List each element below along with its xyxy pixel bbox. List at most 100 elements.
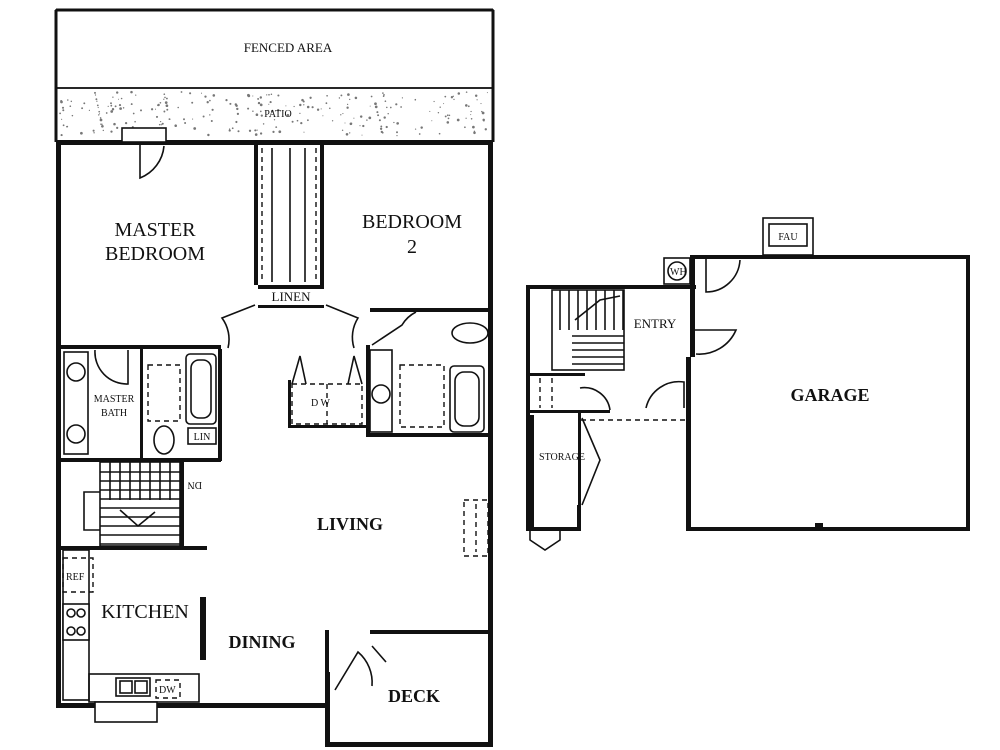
patio-stipple-dot: [450, 96, 454, 99]
patio-stipple-dot: [165, 97, 168, 100]
patio-stipple-dot: [429, 110, 431, 112]
patio-stipple-dot: [446, 114, 449, 117]
patio-stipple-dot: [257, 101, 261, 105]
patio-stipple-dot: [467, 105, 470, 108]
patio-stipple-dot: [124, 121, 128, 125]
patio-stipple-dot: [349, 132, 351, 134]
patio-stipple-dot: [285, 105, 287, 107]
patio-stipple-dot: [486, 92, 488, 94]
sink-icon: [66, 424, 86, 444]
patio-stipple-dot: [354, 96, 358, 100]
patio-stipple-dot: [396, 135, 398, 137]
patio-stipple-dot: [259, 96, 263, 99]
patio-stipple-dot: [130, 90, 133, 94]
patio-stipple-dot: [273, 119, 276, 121]
patio-stipple-dot: [481, 110, 483, 113]
hall-bath-fixtures: [369, 322, 489, 433]
patio-stipple-dot: [464, 126, 466, 129]
patio-stipple-dot: [259, 132, 263, 135]
patio-stipple-dot: [359, 125, 361, 127]
patio-stipple-dot: [235, 120, 238, 124]
patio-stipple-dot: [110, 104, 113, 107]
patio-stipple-dot: [135, 94, 137, 96]
patio-stipple-dot: [111, 107, 115, 111]
patio-stipple-dot: [378, 119, 381, 122]
living-label: LIVING: [317, 514, 383, 534]
garage-block-walls: [526, 255, 970, 531]
patio-stipple-dot: [189, 92, 192, 95]
patio-stipple-dot: [161, 122, 164, 125]
patio-stipple-dot: [165, 104, 169, 108]
patio-stipple-dot: [97, 114, 100, 116]
patio-stipple-dot: [93, 132, 95, 134]
patio-stipple-dot: [259, 110, 262, 113]
patio-stipple-dot: [122, 107, 125, 109]
patio-stipple-dot: [59, 112, 62, 115]
patio-stipple-dot: [385, 125, 388, 129]
patio-stipple-dot: [254, 129, 257, 132]
patio-stipple-dot: [437, 111, 440, 114]
patio-stipple-dot: [481, 111, 485, 115]
patio-stipple-dot: [414, 128, 417, 130]
patio-stipple-dot: [252, 95, 254, 97]
patio-stipple-dot: [433, 100, 435, 103]
patio-stipple-dot: [100, 123, 102, 125]
patio-stipple-dot: [169, 118, 171, 120]
patio-stipple-dot: [387, 112, 389, 115]
patio-stipple-dot: [342, 113, 344, 115]
master-bath-label-1: MASTER: [94, 394, 135, 405]
patio-stipple-dot: [393, 121, 395, 124]
patio-stipple-dot: [380, 125, 383, 128]
patio-stipple-dot: [192, 118, 194, 120]
patio-stipple-dot: [418, 133, 421, 135]
master-bedroom-label-1: MASTER: [114, 219, 196, 241]
patio-stipple-dot: [384, 100, 387, 103]
patio-stipple-dot: [374, 105, 378, 109]
master-bath-fixtures: [63, 351, 217, 455]
patio-stipple-dot: [345, 133, 349, 136]
patio-stipple-dot: [211, 108, 214, 111]
patio-stipple-dot: [160, 124, 162, 126]
patio-stipple-dot: [116, 126, 119, 129]
patio-stipple-dot: [396, 131, 398, 134]
patio-stipple-dot: [446, 121, 450, 124]
patio-stipple-dot: [155, 115, 159, 118]
patio-stipple-dot: [260, 114, 263, 117]
patio-stipple-dot: [465, 91, 468, 93]
patio-stipple-dot: [376, 111, 379, 114]
patio-stipple-dot: [270, 93, 273, 96]
range-icon: [62, 603, 90, 641]
patio-stipple-dot: [326, 94, 328, 97]
fau-box: [762, 217, 814, 256]
patio-stipple-dot: [229, 102, 232, 105]
patio-stipple-dot: [71, 114, 74, 117]
patio-stipple-dot: [67, 99, 69, 101]
patio-stipple-dot: [379, 127, 383, 130]
patio-stipple-dot: [448, 114, 451, 117]
house-outer-walls: [56, 140, 493, 747]
patio-stipple-dot: [101, 123, 103, 125]
patio-stipple-dot: [483, 120, 485, 122]
patio-stipple-dot: [228, 129, 231, 132]
patio-stipple-dot: [132, 112, 135, 115]
patio-stipple-dot: [301, 98, 304, 102]
patio-stipple-dot: [60, 100, 63, 104]
patio-stipple-dot: [94, 94, 97, 96]
patio-stipple-dot: [183, 118, 185, 121]
patio-stipple-dot: [158, 123, 161, 126]
patio-stipple-dot: [119, 107, 122, 110]
patio-stipple-dot: [164, 96, 166, 99]
patio-stipple-dot: [231, 127, 234, 130]
fenced-area-label: FENCED AREA: [244, 40, 333, 55]
patio-stipple-dot: [474, 94, 478, 97]
patio-stipple-dot: [276, 108, 280, 112]
patio-stipple-dot: [88, 109, 90, 111]
dishwasher-icon: [155, 679, 181, 699]
master-bath-label-2: BATH: [101, 408, 127, 419]
patio-stipple-dot: [316, 108, 320, 111]
patio-stipple-dot: [113, 122, 116, 126]
bedroom2-label-1: BEDROOM: [362, 211, 462, 233]
sink-icon: [371, 384, 391, 404]
patio-stipple-dot: [377, 114, 380, 117]
patio-stipple-dot: [291, 120, 294, 123]
